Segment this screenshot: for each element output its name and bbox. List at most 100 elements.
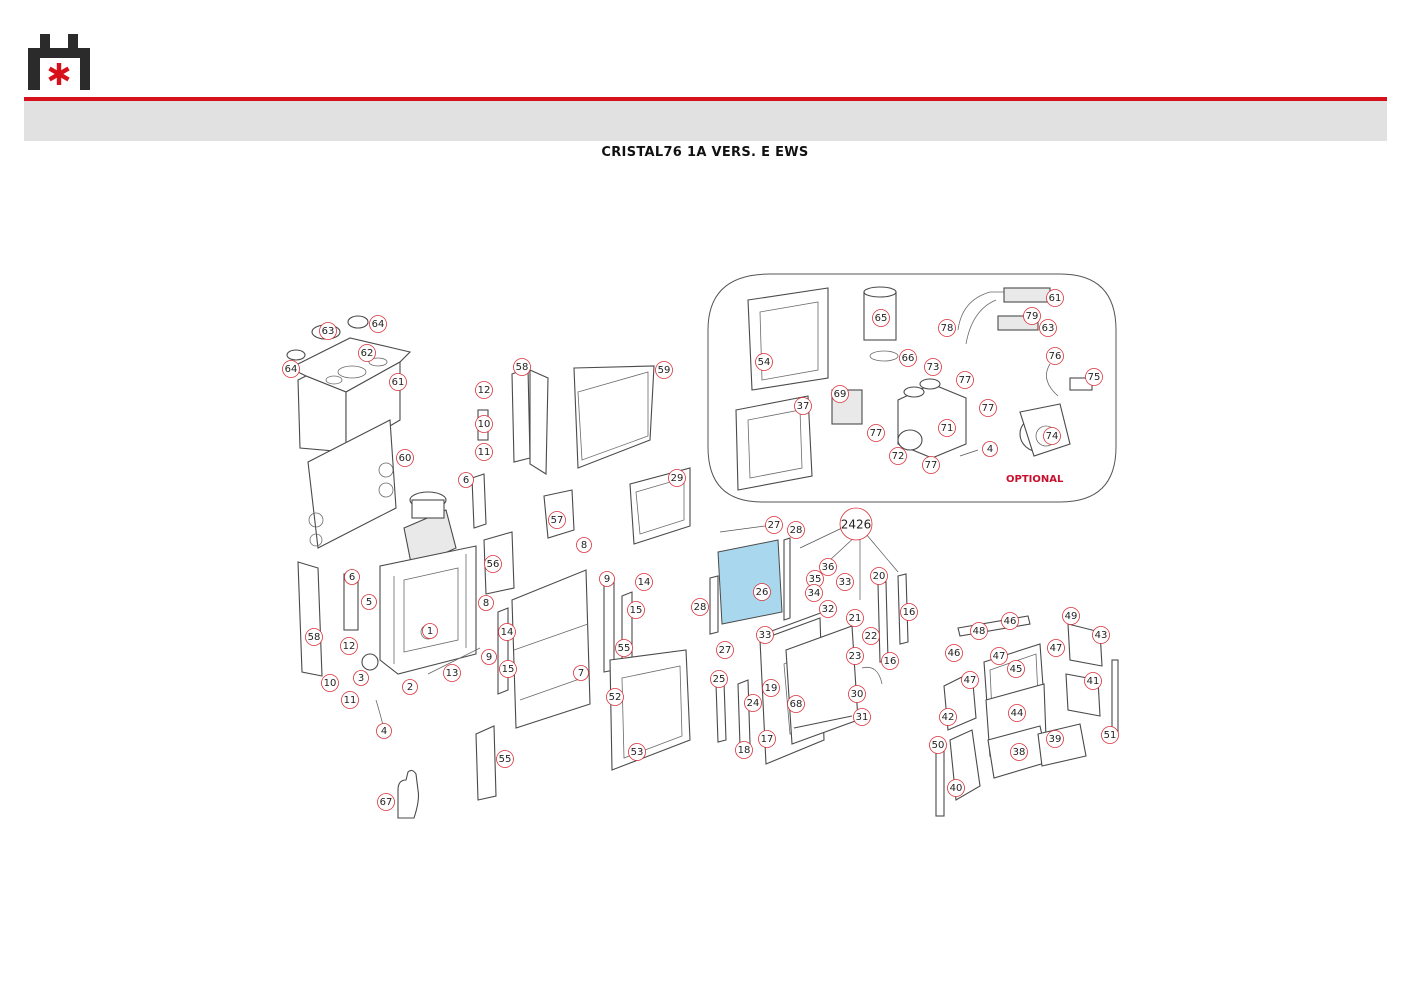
callout-31: 31 <box>853 708 871 726</box>
callout-number: 77 <box>925 460 938 471</box>
callout-27: 27 <box>716 641 734 659</box>
callout-circle <box>922 456 940 474</box>
callout-number: 47 <box>1050 643 1063 654</box>
callout-25: 25 <box>710 670 728 688</box>
callout-circle <box>744 694 762 712</box>
callout-circle <box>819 558 837 576</box>
callout-27: 27 <box>765 516 783 534</box>
callout-number: 77 <box>870 428 883 439</box>
callout-circle <box>1043 427 1061 445</box>
header-grey-band <box>24 101 1387 141</box>
callout-circle <box>945 644 963 662</box>
callout-29: 29 <box>668 469 686 487</box>
callout-61: 61 <box>389 373 407 391</box>
callout-13: 13 <box>443 664 461 682</box>
callout-68: 68 <box>787 695 805 713</box>
callout-number: 28 <box>694 602 707 613</box>
callout-number: 9 <box>604 574 610 585</box>
callout-circle <box>848 685 866 703</box>
callout-50: 50 <box>929 736 947 754</box>
callout-3: 3 <box>353 670 369 686</box>
callout-circle <box>548 511 566 529</box>
callout-6: 6 <box>344 569 360 585</box>
callout-number: 61 <box>1049 293 1062 304</box>
callout-circle <box>1046 730 1064 748</box>
callout-44: 44 <box>1008 704 1026 722</box>
callout-number: 72 <box>892 451 905 462</box>
callout-66: 66 <box>899 349 917 367</box>
callout-circle <box>881 652 899 670</box>
callout-49: 49 <box>1062 607 1080 625</box>
callout-47: 47 <box>961 671 979 689</box>
callout-77: 77 <box>956 371 974 389</box>
callout-number: 76 <box>1049 351 1062 362</box>
callout-number: 15 <box>502 664 515 675</box>
callout-17: 17 <box>758 730 776 748</box>
callout-58: 58 <box>513 358 531 376</box>
callout-number: 68 <box>790 699 803 710</box>
callout-circle <box>836 573 854 591</box>
callout-number: 4 <box>987 444 993 455</box>
callout-circle <box>628 743 646 761</box>
callout-circle <box>1084 672 1102 690</box>
callout-78: 78 <box>938 319 956 337</box>
callout-circle <box>872 309 890 327</box>
callout-circle <box>376 723 392 739</box>
callout-circle <box>1101 726 1119 744</box>
callout-5: 5 <box>361 594 377 610</box>
callout-number: 14 <box>501 627 514 638</box>
callout-number: 16 <box>903 607 916 618</box>
callout-73: 73 <box>924 358 942 376</box>
callout-number: 74 <box>1046 431 1059 442</box>
callout-6: 6 <box>458 472 474 488</box>
callout-circle <box>627 601 645 619</box>
callout-circle <box>758 730 776 748</box>
callout-43: 43 <box>1092 626 1110 644</box>
callout-12: 12 <box>340 637 358 655</box>
callout-circle <box>498 623 516 641</box>
callout-number: 35 <box>809 574 822 585</box>
callout-number: 57 <box>551 515 564 526</box>
side-panel-left <box>297 561 323 677</box>
callout-number: 31 <box>856 712 869 723</box>
callout-number: 10 <box>478 419 491 430</box>
callout-number: 78 <box>941 323 954 334</box>
callout-circle <box>929 736 947 754</box>
callout-number: 56 <box>487 559 500 570</box>
callout-circle <box>765 516 783 534</box>
callout-markers: 6364626461605865112310112413581210116565… <box>282 289 1119 811</box>
callout-circle <box>870 567 888 585</box>
callout-75: 75 <box>1085 368 1103 386</box>
callout-number: 71 <box>941 423 954 434</box>
callout-circle <box>839 507 873 541</box>
callout-circle <box>1007 660 1025 678</box>
callout-circle <box>668 469 686 487</box>
callout-number: 38 <box>1013 747 1026 758</box>
callout-69: 69 <box>831 385 849 403</box>
callout-15: 15 <box>627 601 645 619</box>
callout-number: 63 <box>322 326 335 337</box>
callout-number: 4 <box>381 726 387 737</box>
optional-label: OPTIONAL <box>1006 474 1064 485</box>
callout-circle <box>990 647 1008 665</box>
callout-number: 19 <box>765 683 778 694</box>
callout-circle <box>794 397 812 415</box>
callout-number: 12 <box>478 385 491 396</box>
callout-number: 58 <box>308 632 321 643</box>
callout-circle <box>340 637 358 655</box>
callout-circle <box>1001 612 1019 630</box>
callout-77: 77 <box>867 424 885 442</box>
callout-circle <box>853 708 871 726</box>
callout-36: 36 <box>819 558 837 576</box>
callout-number: 22 <box>865 631 878 642</box>
callout-number: 53 <box>631 747 644 758</box>
callout-number: 16 <box>884 656 897 667</box>
callout-circle <box>819 600 837 618</box>
callout-32: 32 <box>819 600 837 618</box>
callout-circle <box>755 353 773 371</box>
callout-60: 60 <box>396 449 414 467</box>
callout-number: 51 <box>1104 730 1117 741</box>
callout-circle <box>576 537 592 553</box>
callout-circle <box>1047 639 1065 657</box>
callout-circle <box>321 674 339 692</box>
